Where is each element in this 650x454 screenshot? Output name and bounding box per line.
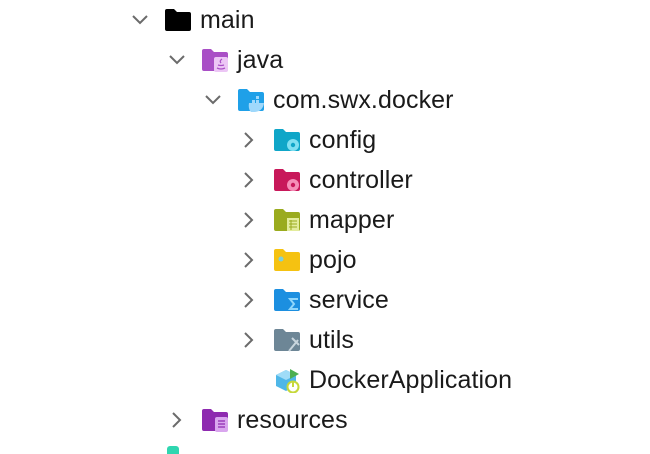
spring-boot-application-icon xyxy=(273,367,301,393)
folder-icon xyxy=(164,7,192,33)
tree-item-mapper[interactable]: mapper xyxy=(237,200,394,240)
chevron-right-icon[interactable] xyxy=(237,248,261,272)
tree-item-config[interactable]: config xyxy=(237,120,376,160)
chevron-down-icon[interactable] xyxy=(128,8,152,32)
pojo-folder-icon xyxy=(273,247,301,273)
tree-item-label: java xyxy=(237,45,284,74)
tree-item-label: main xyxy=(200,5,255,34)
tree-item-label: resources xyxy=(237,405,348,434)
chevron-right-icon[interactable] xyxy=(237,168,261,192)
tree-item-resources[interactable]: resources xyxy=(165,400,348,440)
tree-item-main[interactable]: main xyxy=(128,0,255,40)
tree-item-label: service xyxy=(309,285,389,314)
tree-item-label: utils xyxy=(309,325,354,354)
tree-item-label: config xyxy=(309,125,377,154)
tree-item-controller[interactable]: controller xyxy=(237,160,413,200)
controller-folder-icon xyxy=(273,167,301,193)
chevron-down-icon[interactable] xyxy=(201,88,225,112)
partial-item-icon xyxy=(167,446,179,454)
tree-item-label: pojo xyxy=(309,245,357,274)
tree-item-label: DockerApplication xyxy=(309,365,513,394)
chevron-right-icon[interactable] xyxy=(237,128,261,152)
tree-item-docker-application[interactable]: DockerApplication xyxy=(273,360,512,400)
utils-folder-icon xyxy=(273,327,301,353)
tree-item-utils[interactable]: utils xyxy=(237,320,354,360)
java-folder-icon xyxy=(201,47,229,73)
resources-folder-icon xyxy=(201,407,229,433)
chevron-right-icon[interactable] xyxy=(237,288,261,312)
docker-package-icon xyxy=(237,87,265,113)
chevron-right-icon[interactable] xyxy=(237,328,261,352)
chevron-right-icon[interactable] xyxy=(165,408,189,432)
tree-item-com-swx-docker[interactable]: com.swx.docker xyxy=(201,80,454,120)
chevron-down-icon[interactable] xyxy=(165,48,189,72)
tree-item-label: mapper xyxy=(309,205,395,234)
chevron-right-icon[interactable] xyxy=(237,208,261,232)
config-folder-icon xyxy=(273,127,301,153)
tree-item-pojo[interactable]: pojo xyxy=(237,240,357,280)
service-folder-icon xyxy=(273,287,301,313)
tree-item-java[interactable]: java xyxy=(165,40,283,80)
tree-item-label: com.swx.docker xyxy=(273,85,454,114)
tree-item-label: controller xyxy=(309,165,413,194)
tree-item-service[interactable]: service xyxy=(237,280,389,320)
mapper-folder-icon xyxy=(273,207,301,233)
